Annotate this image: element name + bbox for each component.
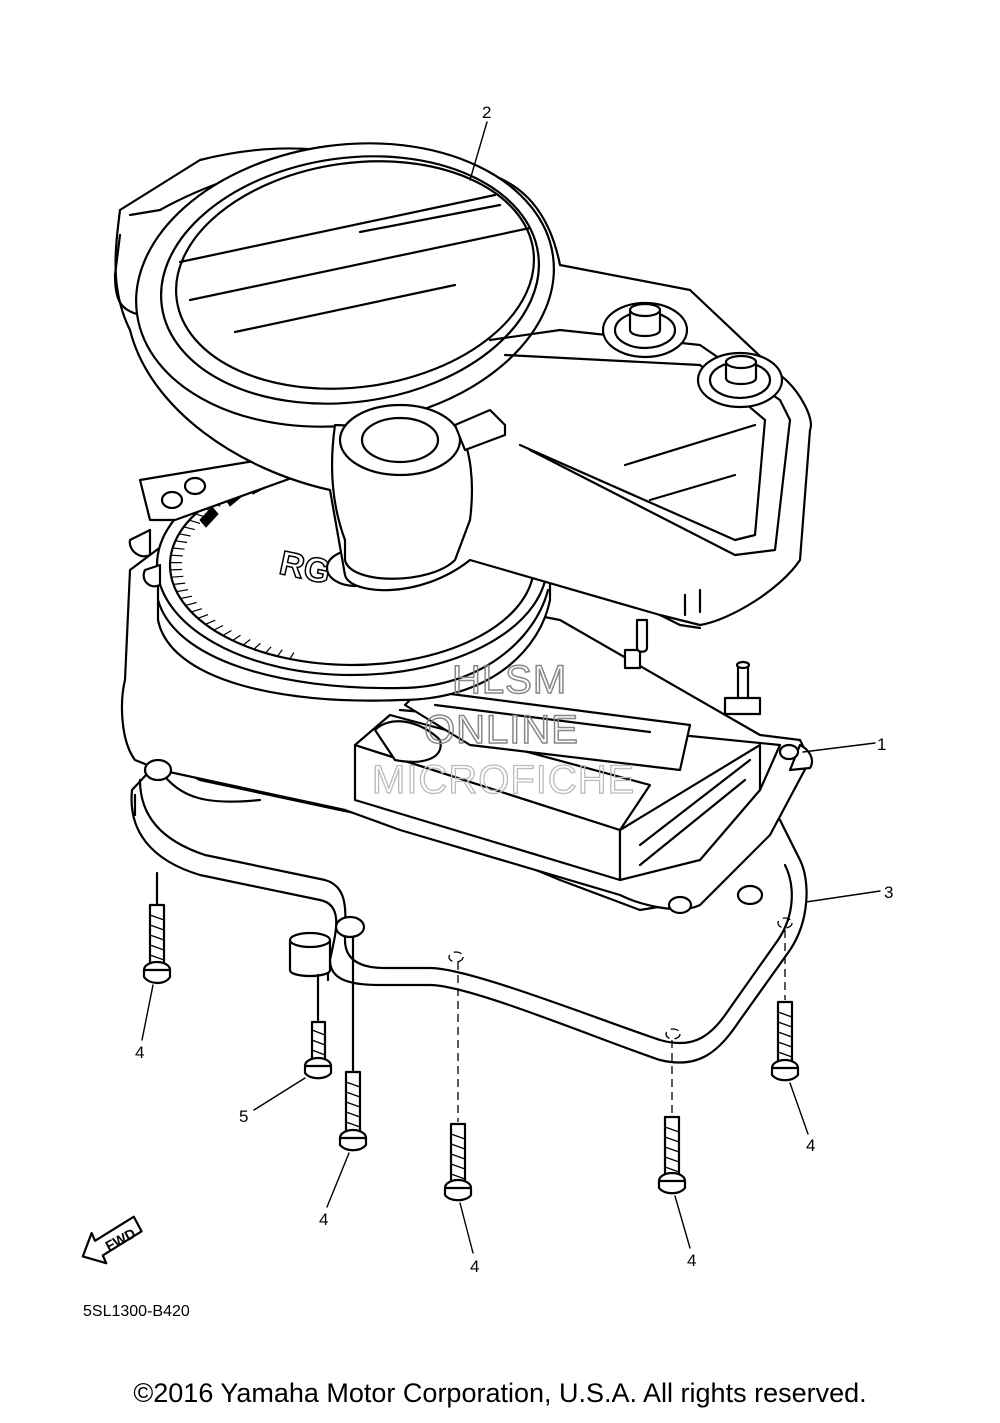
dial-tick	[213, 624, 224, 631]
callout-3: 3	[884, 883, 893, 902]
dial-tick	[197, 614, 209, 619]
callout-4-d: 4	[687, 1251, 696, 1270]
dial-tick	[172, 547, 185, 550]
diagram-part-number: 5SL1300-B420	[83, 1303, 190, 1320]
dial-tick	[173, 582, 186, 585]
callout-1: 1	[877, 735, 886, 754]
dial-tick	[205, 619, 216, 625]
screw-4-c	[443, 962, 473, 1202]
callout-2: 2	[482, 103, 491, 122]
dial-tick	[264, 646, 272, 654]
dial-tick	[170, 554, 183, 557]
dial-tick	[176, 589, 189, 593]
watermark-line-1: HLSM	[452, 658, 567, 702]
dial-tick	[180, 595, 193, 600]
screw-4-a	[142, 871, 172, 985]
screw-4-d	[657, 1040, 687, 1195]
callout-4-b: 4	[319, 1210, 328, 1229]
dial-tick	[289, 652, 295, 660]
lower-case-part-3	[130, 758, 808, 1064]
leader-lines	[141, 121, 881, 1254]
dial-tick	[253, 642, 261, 650]
top-cover-part-2	[113, 142, 813, 653]
callout-5: 5	[239, 1107, 248, 1126]
watermark-line-2: ONLINE	[424, 708, 579, 752]
callout-4-e: 4	[806, 1136, 815, 1155]
dial-tick	[185, 601, 197, 606]
dial-tick	[232, 634, 241, 641]
dial-tick	[222, 629, 232, 637]
dial-tick	[191, 608, 203, 613]
dial-tick	[242, 639, 251, 646]
screw-5	[303, 973, 333, 1080]
dial-tick	[171, 575, 184, 578]
copyright-notice: ©2016 Yamaha Motor Corporation, U.S.A. A…	[133, 1378, 867, 1408]
watermark: HLSM ONLINE MICROFICHE	[371, 657, 635, 802]
callout-4-a: 4	[135, 1043, 144, 1062]
fwd-arrow-icon: FWD	[81, 1215, 143, 1265]
dial-tick	[175, 540, 188, 544]
watermark-line-3: MICROFICHE	[372, 758, 635, 802]
dial-tick	[276, 649, 283, 657]
dial-tick	[189, 519, 201, 524]
callouts: 2 1 3 4 5 4 4 4 4	[135, 103, 893, 1276]
dial-tick	[178, 533, 191, 537]
dial-tick	[183, 526, 195, 531]
callout-4-c: 4	[470, 1257, 479, 1276]
screws	[142, 871, 800, 1202]
screw-4-b	[338, 935, 368, 1152]
screw-4-e	[770, 930, 800, 1082]
